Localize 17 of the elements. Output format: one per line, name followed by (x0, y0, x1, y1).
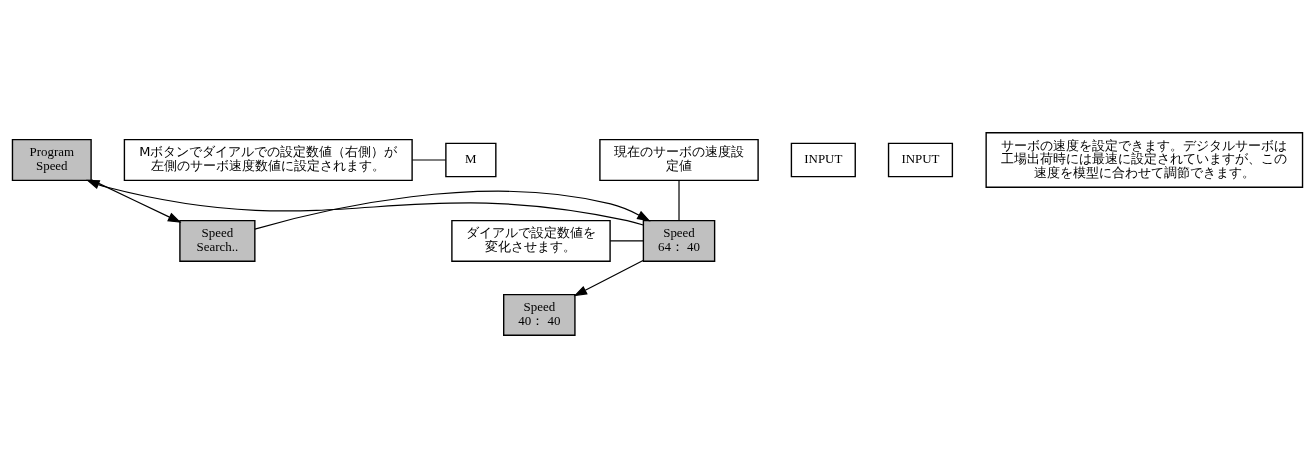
node-box: INPUT (790, 142, 856, 177)
arrow (86, 179, 644, 226)
connector (678, 179, 680, 221)
node-box: 現在のサーボの速度設定値 (599, 138, 759, 181)
connector (609, 239, 644, 242)
node-box: ダイアルで設定数値を変化させます。 (451, 219, 611, 262)
node-box: M (445, 142, 497, 177)
node-box: Program Speed (11, 138, 92, 181)
arrow (573, 259, 644, 296)
node-box: サーボの速度を設定できます。デジタルサーボは工場出荷時には最速に設定されていますが、この速度を模型に合わせて調節できます。 (985, 131, 1304, 188)
node-box: Speed 64： 40 (642, 219, 716, 262)
arrow (254, 190, 651, 230)
node-box: Mボタンでダイアルでの設定数値（右側）が左側のサーボ速度数値に設定されます。 (123, 138, 413, 181)
node-box: INPUT (887, 142, 954, 177)
connector (411, 158, 447, 161)
node-box: Speed 40： 40 (503, 293, 576, 336)
node-box: Speed Search.. (179, 219, 256, 262)
